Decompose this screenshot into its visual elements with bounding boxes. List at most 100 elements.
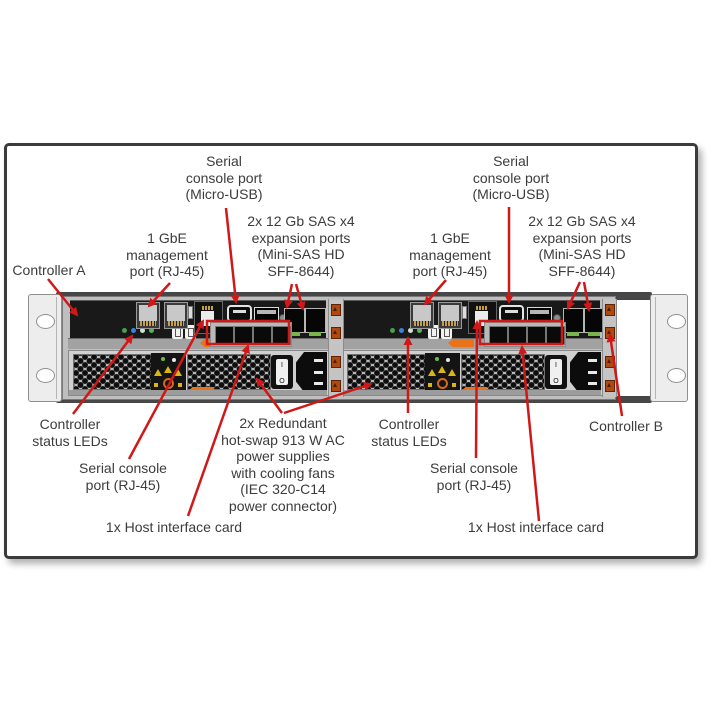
- ear-screw-hole: [36, 314, 55, 329]
- sas-expansion-port-1: [563, 308, 584, 333]
- power-switch: I O: [545, 355, 567, 389]
- callout-controller-a: Controller A: [12, 262, 86, 278]
- sas-port-label: [309, 332, 321, 336]
- usb-a-port: [527, 307, 552, 322]
- hic-port: [215, 326, 234, 345]
- hic-port: [489, 326, 508, 345]
- port-badge: [188, 306, 193, 319]
- callout-serial-rj45-right: Serial console port (RJ-45): [430, 460, 518, 493]
- controller-a-canister: [68, 299, 328, 349]
- status-led: [408, 328, 413, 333]
- callout-status-leds-left: Controller status LEDs: [32, 416, 108, 449]
- callout-serial-rj45-left: Serial console port (RJ-45): [79, 460, 167, 493]
- screw: [553, 314, 561, 322]
- callout-host-interface-card-left: 1x Host interface card: [105, 519, 243, 535]
- sas-port-label: [588, 332, 600, 336]
- iec-c14-power-inlet: [570, 352, 601, 392]
- fault-indicator: [605, 356, 615, 368]
- power-on-mark: I: [281, 362, 283, 369]
- callout-host-interface-card-right: 1x Host interface card: [467, 519, 605, 535]
- psu-warning-label: [151, 353, 186, 391]
- usb-a-port: [254, 307, 279, 322]
- chassis-indicator-column: [328, 299, 344, 397]
- callout-sas-expansion-left: 2x 12 Gb SAS x4 expansion ports (Mini-SA…: [247, 213, 355, 279]
- callout-serial-console-micro-usb-right: Serial console port (Micro-USB): [472, 153, 550, 202]
- sas-port-label: [288, 332, 300, 336]
- callout-status-leds-right: Controller status LEDs: [371, 416, 447, 449]
- fault-indicator: [331, 327, 341, 339]
- status-led: [417, 328, 422, 333]
- warning-circle-icon: [437, 378, 448, 389]
- status-led: [122, 328, 127, 333]
- controller-b-canister: [342, 299, 605, 349]
- port-badge: [462, 306, 467, 319]
- fault-indicator: [605, 327, 615, 339]
- ear-screw-hole: [667, 368, 686, 383]
- callout-serial-console-micro-usb-left: Serial console port (Micro-USB): [185, 153, 263, 202]
- fault-indicator: [331, 356, 341, 368]
- fault-indicator: [331, 304, 341, 316]
- host-interface-card: [210, 322, 292, 347]
- power-off-mark: O: [553, 378, 559, 385]
- host-interface-card: [484, 322, 566, 347]
- warning-glyph: [178, 383, 182, 387]
- fault-indicator: [331, 380, 341, 392]
- fault-indicator: [605, 380, 615, 392]
- power-switch: I O: [271, 355, 293, 389]
- warning-glyph: [452, 383, 456, 387]
- power-rocker: I O: [276, 359, 288, 385]
- mgmt-port-1: [136, 302, 160, 329]
- psu-led: [172, 358, 176, 362]
- cooling-vent-grille: [187, 354, 271, 390]
- warning-glyph: [154, 383, 158, 387]
- warning-triangle-icon: [448, 369, 456, 376]
- hic-port: [527, 326, 546, 345]
- power-rocker: I O: [550, 359, 562, 385]
- hic-port: [253, 326, 272, 345]
- ear-screw-hole: [36, 368, 55, 383]
- hic-port: [272, 326, 291, 345]
- status-led: [399, 328, 404, 333]
- psu-warning-label: [425, 353, 460, 391]
- enclosure-id-display: [428, 325, 439, 339]
- psu-led: [161, 357, 165, 361]
- cooling-vent-grille: [347, 354, 426, 390]
- hic-port: [508, 326, 527, 345]
- status-led: [390, 328, 395, 333]
- callout-gbe-management-left: 1 GbE management port (RJ-45): [126, 230, 208, 279]
- callout-gbe-management-right: 1 GbE management port (RJ-45): [409, 230, 491, 279]
- callout-controller-b: Controller B: [589, 418, 663, 434]
- fault-indicator: [605, 304, 615, 316]
- cooling-vent-grille: [73, 354, 152, 390]
- hic-port: [546, 326, 565, 345]
- ear-fold-line: [655, 297, 656, 399]
- warning-triangle-icon: [164, 366, 172, 373]
- warning-triangle-icon: [438, 366, 446, 373]
- power-on-mark: I: [555, 362, 557, 369]
- mgmt-port-1: [410, 302, 434, 329]
- canister-release-latch: [448, 339, 474, 347]
- sas-port-label: [567, 332, 579, 336]
- warning-glyph: [428, 383, 432, 387]
- warning-triangle-icon: [174, 369, 182, 376]
- chassis-indicator-column: [602, 299, 617, 397]
- psu-led: [446, 358, 450, 362]
- iec-c14-power-inlet: [296, 352, 327, 392]
- psu-bottom-edge: [343, 390, 601, 395]
- power-supply-left: I O: [68, 350, 330, 397]
- psu-led: [435, 357, 439, 361]
- mgmt-port-2: [164, 302, 188, 329]
- callout-sas-expansion-right: 2x 12 Gb SAS x4 expansion ports (Mini-SA…: [528, 213, 636, 279]
- rack-ear-right: [650, 294, 688, 402]
- warning-triangle-icon: [154, 369, 162, 376]
- hic-port: [234, 326, 253, 345]
- warning-triangle-icon: [428, 369, 436, 376]
- warning-circle-icon: [163, 378, 174, 389]
- ear-screw-hole: [667, 314, 686, 329]
- rack-ear-left: [28, 294, 62, 402]
- micro-usb-port: [227, 305, 252, 322]
- micro-usb-port: [499, 305, 524, 322]
- sas-expansion-port-2: [305, 308, 326, 333]
- ear-fold-line: [56, 297, 57, 399]
